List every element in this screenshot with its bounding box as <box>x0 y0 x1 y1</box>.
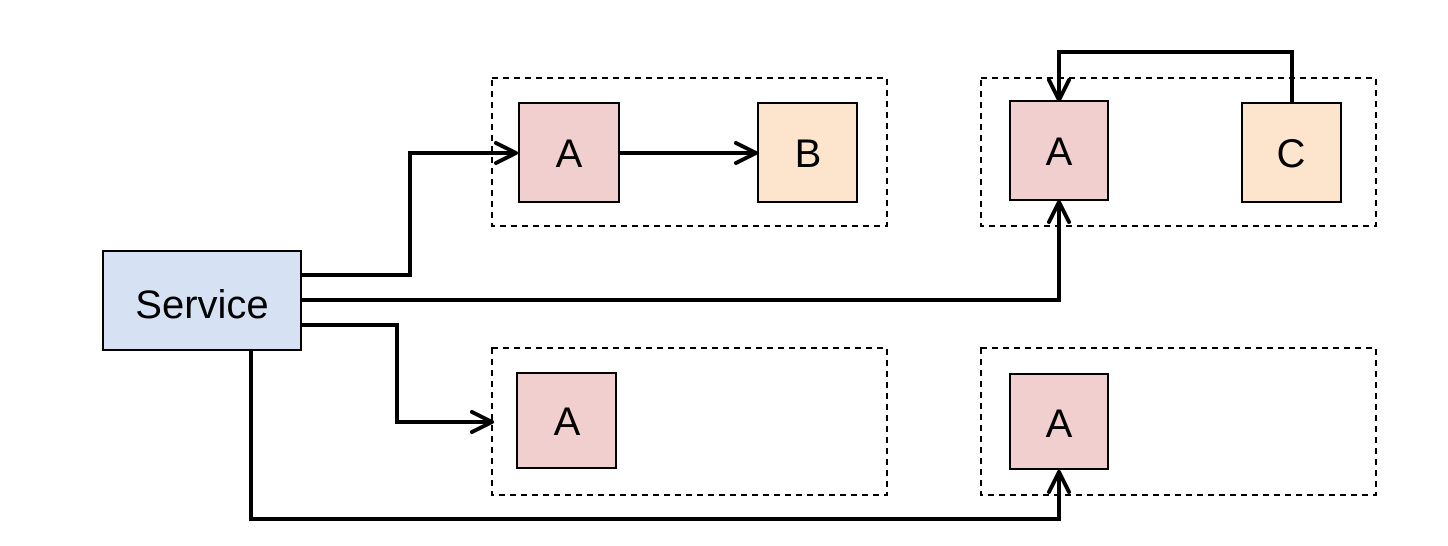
service-box <box>102 250 302 351</box>
arrowhead-group1-a <box>494 141 518 165</box>
node-a-label: A <box>1046 130 1073 174</box>
edge-service-to-group1-a <box>301 151 514 277</box>
node-c-label: C <box>1277 132 1306 176</box>
group3-node-a[interactable]: A <box>516 372 617 469</box>
edge-c-to-a <box>1057 50 1294 102</box>
arrowhead-group3-a <box>470 410 494 434</box>
node-a-label: A <box>1046 402 1073 446</box>
service-node[interactable]: Service <box>102 250 302 351</box>
arrowhead-b <box>734 141 758 165</box>
edge-service-to-group3-a <box>301 323 488 424</box>
node-a-label: A <box>554 400 581 444</box>
group2-node-a[interactable]: A <box>1009 100 1109 201</box>
edge-service-to-group2-a <box>301 206 1061 302</box>
group4-node-a[interactable]: A <box>1009 373 1109 470</box>
group-container-4 <box>980 347 1377 496</box>
service-label: Service <box>135 283 268 327</box>
node-a-label: A <box>556 132 583 176</box>
node-a-box <box>518 102 620 203</box>
node-b-box <box>757 102 858 203</box>
node-a-box <box>1009 373 1109 470</box>
group1-node-b[interactable]: B <box>757 102 858 203</box>
edge-service-to-group4-a <box>249 350 1061 521</box>
group-container-2 <box>980 77 1377 227</box>
group2-node-c[interactable]: C <box>1241 102 1342 203</box>
node-b-label: B <box>795 132 822 176</box>
node-c-box <box>1241 102 1342 203</box>
node-a-box <box>1009 100 1109 201</box>
arrowhead-group2-a-bottom <box>1047 200 1071 224</box>
arrowhead-group4-a <box>1047 470 1071 494</box>
group1-node-a[interactable]: A <box>518 102 620 203</box>
group-container-3 <box>491 347 888 496</box>
node-a-box <box>516 372 617 469</box>
